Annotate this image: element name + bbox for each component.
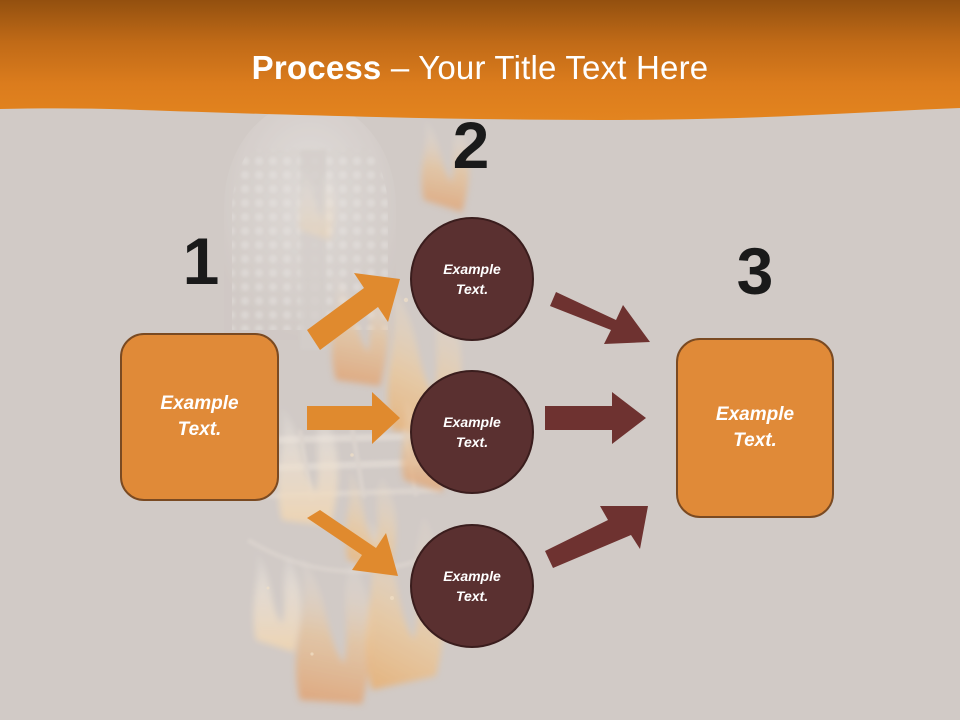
page-title-light: Your Title Text Here	[418, 49, 709, 86]
arrow-box-to-circle-bottom	[307, 510, 398, 576]
process-circle-bottom-text: Example Text.	[443, 568, 501, 604]
arrow-circle-middle-to-box	[545, 392, 646, 444]
arrow-box-to-circle-middle	[307, 392, 400, 444]
arrow-box-to-circle-top	[307, 273, 400, 350]
arrow-circle-bottom-to-box	[545, 506, 648, 568]
page-title-strong: Process	[251, 49, 382, 86]
process-box-right-text: Example Text.	[715, 404, 795, 451]
process-circle-middle[interactable]: Example Text.	[410, 370, 534, 494]
page-title: Process – Your Title Text Here	[0, 48, 960, 88]
step-number-1: 1	[182, 224, 220, 298]
step-number-2: 2	[452, 108, 490, 182]
process-box-left-text: Example Text.	[160, 393, 239, 440]
process-box-right[interactable]: Example Text.	[676, 338, 834, 518]
arrow-circle-top-to-box	[550, 292, 650, 344]
process-box-left[interactable]: Example Text.	[120, 333, 279, 501]
process-circle-top[interactable]: Example Text.	[410, 217, 534, 341]
step-number-3: 3	[736, 234, 774, 308]
page-title-separator: –	[381, 49, 419, 86]
process-circle-bottom[interactable]: Example Text.	[410, 524, 534, 648]
process-circle-middle-text: Example Text.	[443, 414, 501, 450]
process-circle-top-text: Example Text.	[443, 261, 501, 297]
